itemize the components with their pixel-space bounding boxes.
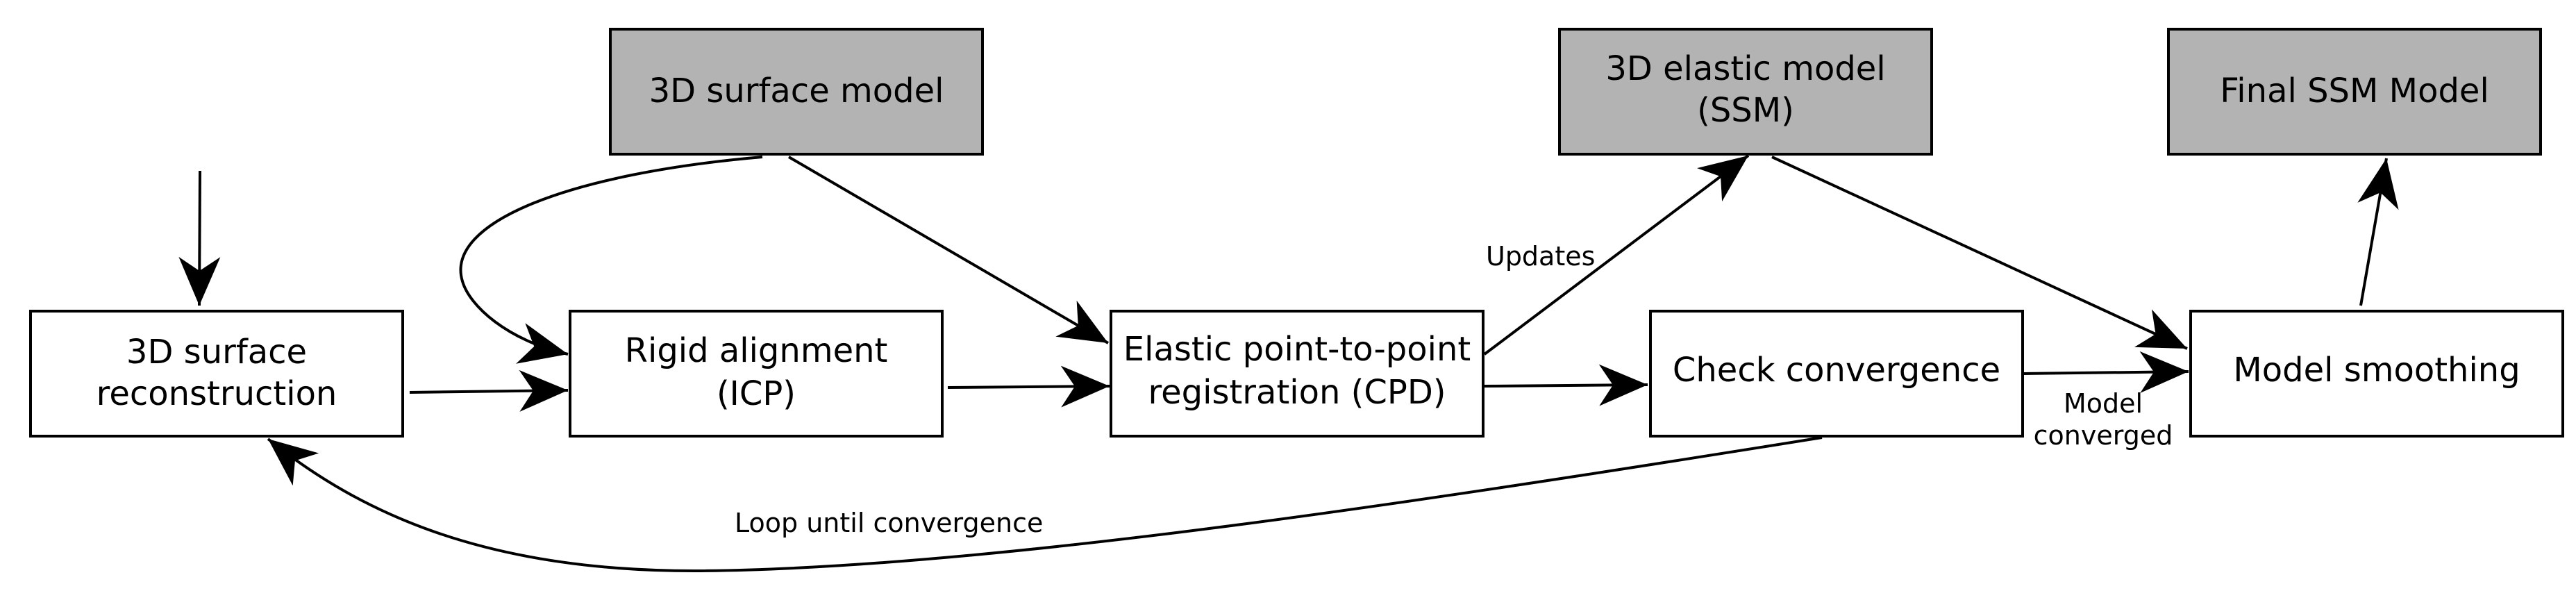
node-elastic-registration-line1: Elastic point-to-point — [1123, 330, 1471, 369]
node-3d-elastic-model-line2: (SSM) — [1697, 91, 1794, 130]
node-final-ssm-model: Final SSM Model — [2167, 28, 2542, 156]
edge-elastic-to-elastic-model — [1483, 154, 1750, 356]
edge-surface-model-to-rigid — [459, 156, 763, 364]
node-elastic-registration: Elastic point-to-point registration (CPD… — [1110, 310, 1484, 438]
node-surface-reconstruction: 3D surface reconstruction — [29, 310, 404, 438]
node-rigid-alignment-line1: Rigid alignment — [625, 331, 888, 370]
node-rigid-alignment-line2: (ICP) — [717, 374, 796, 413]
edge-loop-back — [267, 436, 1823, 573]
node-3d-surface-model: 3D surface model — [609, 28, 984, 156]
node-check-convergence: Check convergence — [1649, 310, 2024, 438]
node-rigid-alignment: Rigid alignment (ICP) — [569, 310, 944, 438]
label-loop-until-convergence: Loop until convergence — [735, 508, 1043, 538]
node-3d-elastic-model: 3D elastic model (SSM) — [1558, 28, 1933, 156]
node-model-smoothing-line1: Model smoothing — [2233, 351, 2520, 390]
edge-smoothing-to-final — [2357, 158, 2399, 306]
node-3d-surface-model-line1: 3D surface model — [649, 72, 944, 110]
label-model-converged-line2: converged — [2034, 420, 2173, 451]
node-final-ssm-model-line1: Final SSM Model — [2220, 72, 2489, 110]
node-surface-reconstruction-line1: 3D surface — [126, 333, 307, 372]
node-surface-reconstruction-line2: reconstruction — [97, 374, 337, 413]
node-check-convergence-line1: Check convergence — [1673, 351, 2000, 390]
label-updates: Updates — [1486, 241, 1595, 272]
label-model-converged-line1: Model — [2064, 388, 2143, 419]
edge-surface-model-to-elastic — [787, 156, 1110, 344]
node-3d-elastic-model-line1: 3D elastic model — [1605, 49, 1885, 88]
edge-input-to-reconstruction — [178, 170, 221, 306]
edge-elastic-model-to-smoothing — [1771, 156, 2188, 350]
node-elastic-registration-line2: registration (CPD) — [1148, 373, 1446, 412]
node-model-smoothing: Model smoothing — [2189, 310, 2564, 438]
edge-reconstruction-to-rigid — [409, 369, 569, 412]
edge-rigid-to-elastic — [947, 365, 1110, 408]
edge-check-to-smoothing — [2023, 351, 2189, 393]
edge-elastic-to-check — [1484, 364, 1648, 406]
